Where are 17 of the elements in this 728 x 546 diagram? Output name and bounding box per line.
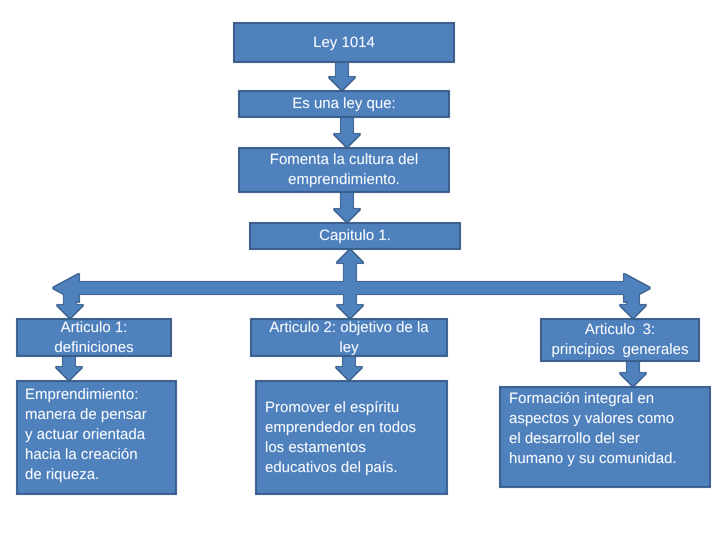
description-box: Promover el espíritu emprendedor en todos los estamentos educativos del país.	[255, 380, 448, 495]
description-box: Formación integral en aspectos y valores como el desarrollo del ser humano y su comunidad.	[499, 386, 711, 488]
block-arrow	[56, 357, 82, 380]
block-arrow	[334, 118, 360, 147]
block-arrow	[336, 357, 362, 380]
block-arrow	[620, 362, 646, 386]
article-box: Articulo 1: definiciones	[16, 318, 172, 357]
process-box: Es una ley que:	[238, 90, 450, 118]
article-box: Articulo 3: principios generales	[540, 318, 700, 362]
description-box: Emprendimiento: manera de pensar y actuar orientada hacia la creación de riqueza.	[16, 380, 177, 495]
heading-box: Ley 1014	[233, 22, 455, 63]
process-box: Capitulo 1.	[249, 222, 461, 250]
block-arrow	[337, 250, 646, 318]
process-box: Fomenta la cultura del emprendimiento.	[238, 147, 450, 193]
block-arrow	[334, 193, 360, 222]
article-box: Articulo 2: objetivo de la ley	[250, 318, 448, 357]
block-arrow	[329, 63, 355, 90]
